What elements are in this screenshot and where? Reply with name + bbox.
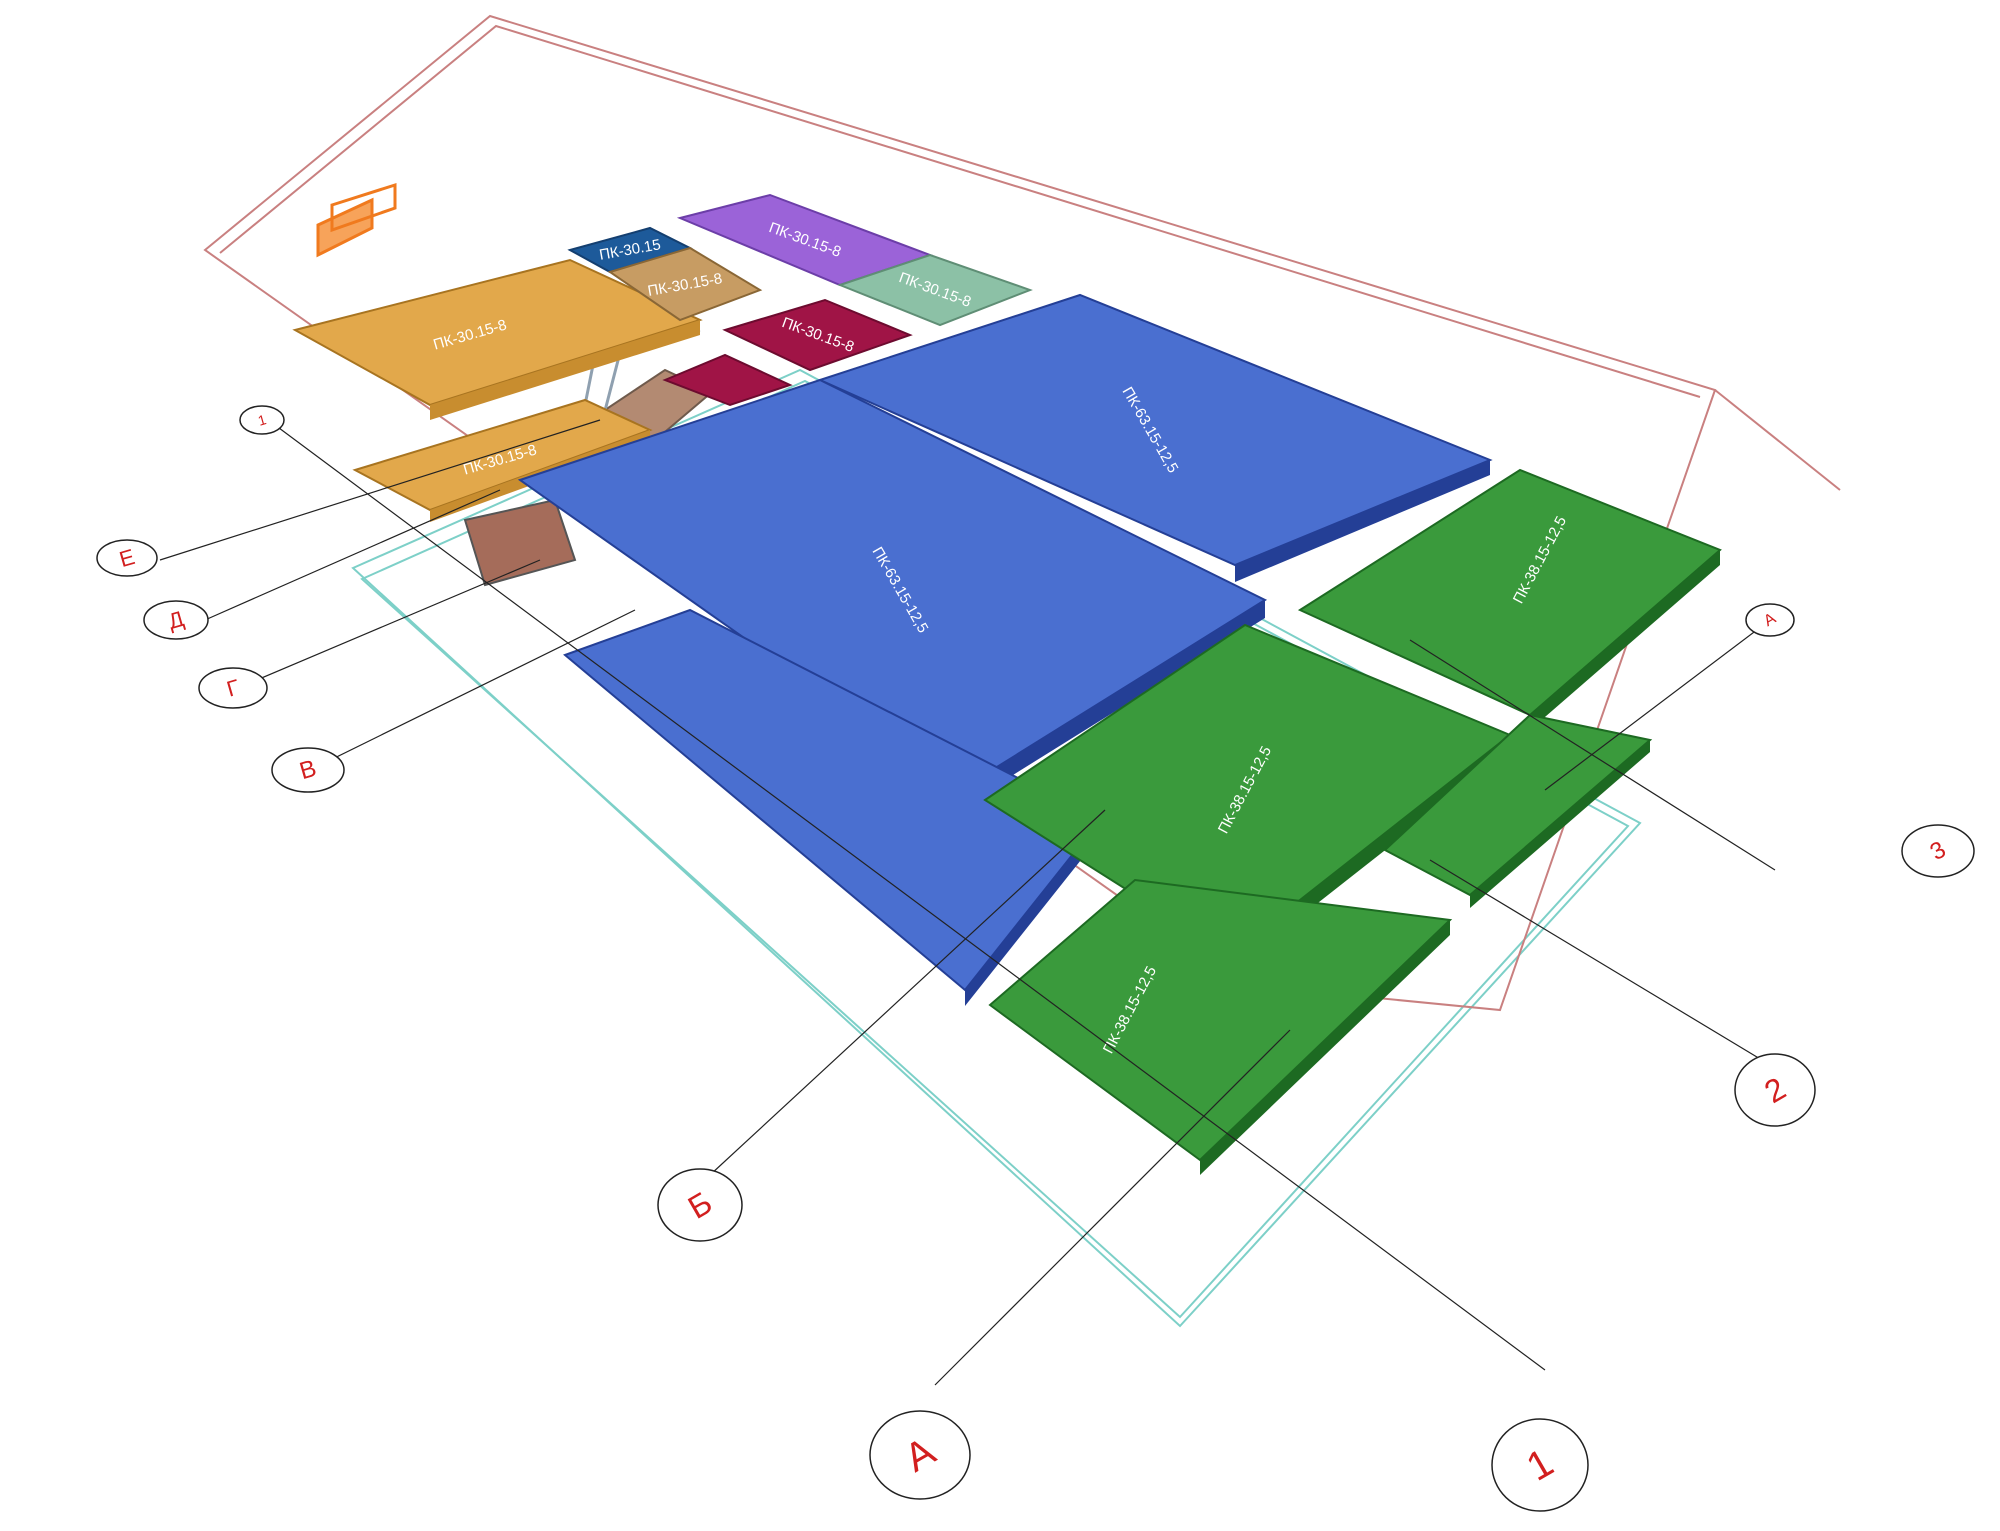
axis-bubble-D: Д <box>143 600 209 640</box>
axis-bubbles: Е Д Г В Б А 1 2 <box>96 405 1975 1512</box>
axis-bubble-1: 1 <box>1491 1418 1589 1512</box>
axis-label-D: Д <box>165 606 186 634</box>
axis-bubble-A: А <box>869 1410 971 1500</box>
axis-bubble-small-A: А <box>1745 603 1795 637</box>
vent-box-icon <box>316 182 397 258</box>
green-slabs <box>983 468 1722 1175</box>
upper-left-slabs <box>292 193 1033 522</box>
axis-bubble-E: Е <box>96 539 158 577</box>
axis-bubble-G: Г <box>198 667 268 709</box>
axis-lines <box>159 419 1796 1386</box>
axis-bubble-V: В <box>271 747 345 793</box>
axis-bubble-small-1: 1 <box>239 405 285 435</box>
axis-label-E: Е <box>116 544 137 572</box>
axis-bubble-3: 3 <box>1901 824 1975 878</box>
axis-bubble-2: 2 <box>1734 1053 1816 1127</box>
blue-slabs <box>517 293 1493 1006</box>
axis-bubble-B: Б <box>657 1168 743 1242</box>
axis-label-V: В <box>297 755 320 785</box>
